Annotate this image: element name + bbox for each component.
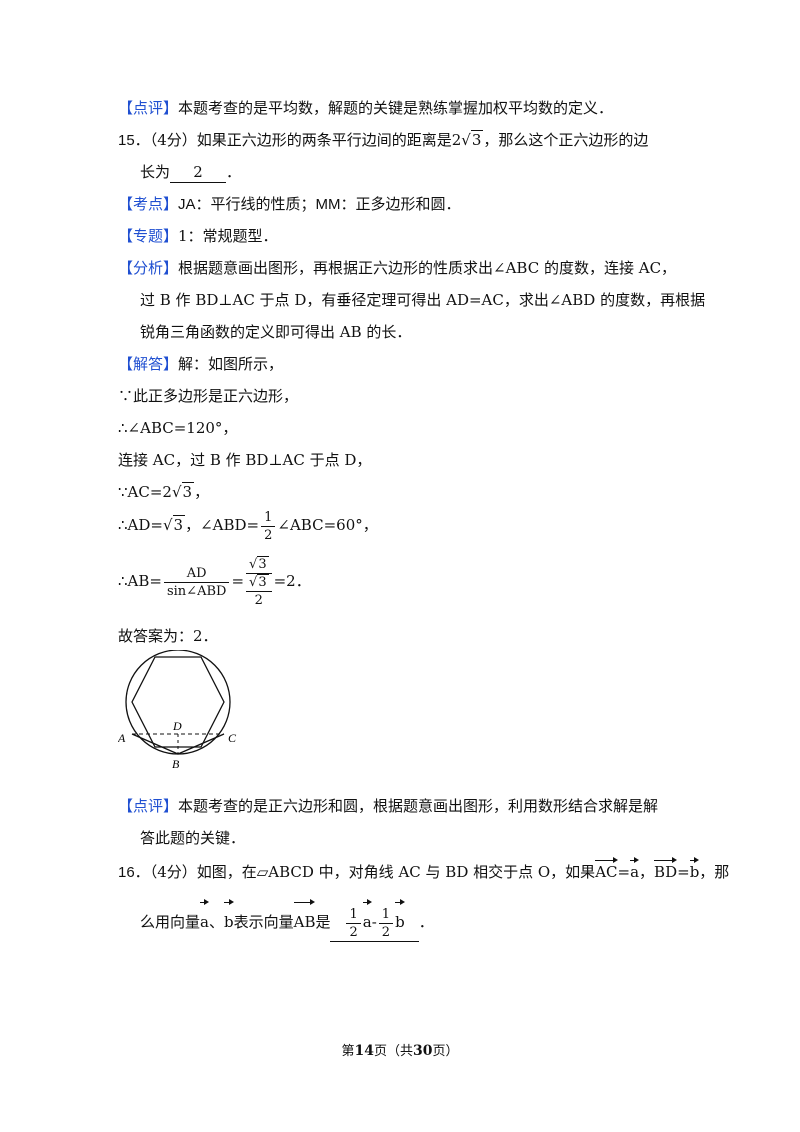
vector-bd: BD (654, 857, 678, 882)
vector-a: a (630, 857, 639, 882)
solution-step-3: 连接 AC，过 B 作 BD⊥AC 于点 D， (118, 451, 372, 469)
page-number: 14 (354, 1043, 374, 1059)
sqrt-expression: √3 (162, 515, 186, 534)
fenxi-tag: 【分析】 (118, 259, 179, 277)
question-16-line1: 16．（4分）如图，在▱ABCD 中，对角线 AC 与 BD 相交于点 O，如果… (118, 857, 729, 883)
vector-ab: AB (293, 899, 315, 940)
page-footer: 第14页（共30页） (341, 1043, 459, 1059)
question-text: 长为 (140, 163, 171, 181)
question-score: （4分） (149, 131, 197, 149)
jieda-tag: 【解答】 (118, 355, 179, 373)
hexagon-bottom-edges (131, 733, 225, 755)
label-d: D (172, 719, 182, 733)
page-total: 30 (413, 1043, 433, 1059)
label-a: A (118, 731, 126, 745)
fenxi-line3: 锐角三角函数的定义即可得出 AB 的长． (140, 323, 412, 341)
review2-line2: 答此题的关键． (140, 829, 246, 847)
question-number: 16． (118, 864, 150, 881)
hexagon-circle-figure: A C B D (118, 650, 237, 770)
zhuanti-tag: 【专题】 (118, 227, 179, 245)
regular-hexagon (131, 656, 225, 748)
label-c: C (228, 731, 237, 745)
question-15-line1: 15．（4分）如果正六边形的两条平行边间的距离是2√3，那么这个正六边形的边 (118, 130, 648, 151)
review-tag: 【点评】 (118, 797, 179, 815)
vector-a: a (200, 899, 209, 940)
question-score: （4分） (149, 863, 197, 881)
label-b: B (172, 757, 180, 770)
vector-b: b (223, 899, 234, 940)
jieda-line: 【解答】解：如图所示， (118, 355, 284, 373)
question-number: 15． (118, 132, 150, 149)
kaodian-tag: 【考点】 (118, 195, 179, 213)
review-text: 本题考查的是平均数，解题的关键是熟练掌握加权平均数的定义． (178, 99, 614, 117)
solution-step-1: ∵此正多边形是正六边形， (118, 387, 299, 405)
review-tag: 【点评】 (118, 99, 179, 117)
answer-line: 故答案为：2． (118, 627, 218, 645)
review-line: 【点评】本题考查的是平均数，解题的关键是熟练掌握加权平均数的定义． (118, 98, 613, 118)
math-coef: 2 (451, 131, 462, 149)
question-text: 如果正六边形的两条平行边间的距离是 (196, 131, 452, 149)
zhuanti-line: 【专题】1：常规题型． (118, 226, 278, 246)
sqrt-expression: √3 (461, 130, 484, 149)
solution-step-2: ∴∠ABC=120°， (118, 419, 238, 437)
review2-line1: 【点评】本题考查的是正六边形和圆，根据题意画出图形，利用数形结合求解是解 (118, 797, 659, 815)
zhuanti-text: 1：常规题型． (178, 227, 278, 245)
vector-b: b (689, 857, 699, 882)
fenxi-line1: 【分析】根据题意画出图形，再根据正六边形的性质求出∠ABC 的度数，连接 AC， (118, 259, 677, 277)
sqrt-expression: √3 (171, 482, 195, 501)
answer-blank: 2 (170, 162, 227, 183)
kaodian-text: JA：平行线的性质；MM：正多边形和圆． (178, 196, 461, 213)
solution-step-4: ∵AC=2√3， (118, 482, 210, 501)
vector-ac: AC (595, 857, 618, 882)
kaodian-line: 【考点】JA：平行线的性质；MM：正多边形和圆． (118, 194, 461, 215)
question-text: ，那么这个正六边形的边 (483, 131, 649, 149)
fenxi-line2: 过 B 作 BD⊥AC 于点 D，有垂径定理可得出 AD=AC，求出∠ABD 的… (140, 291, 706, 309)
